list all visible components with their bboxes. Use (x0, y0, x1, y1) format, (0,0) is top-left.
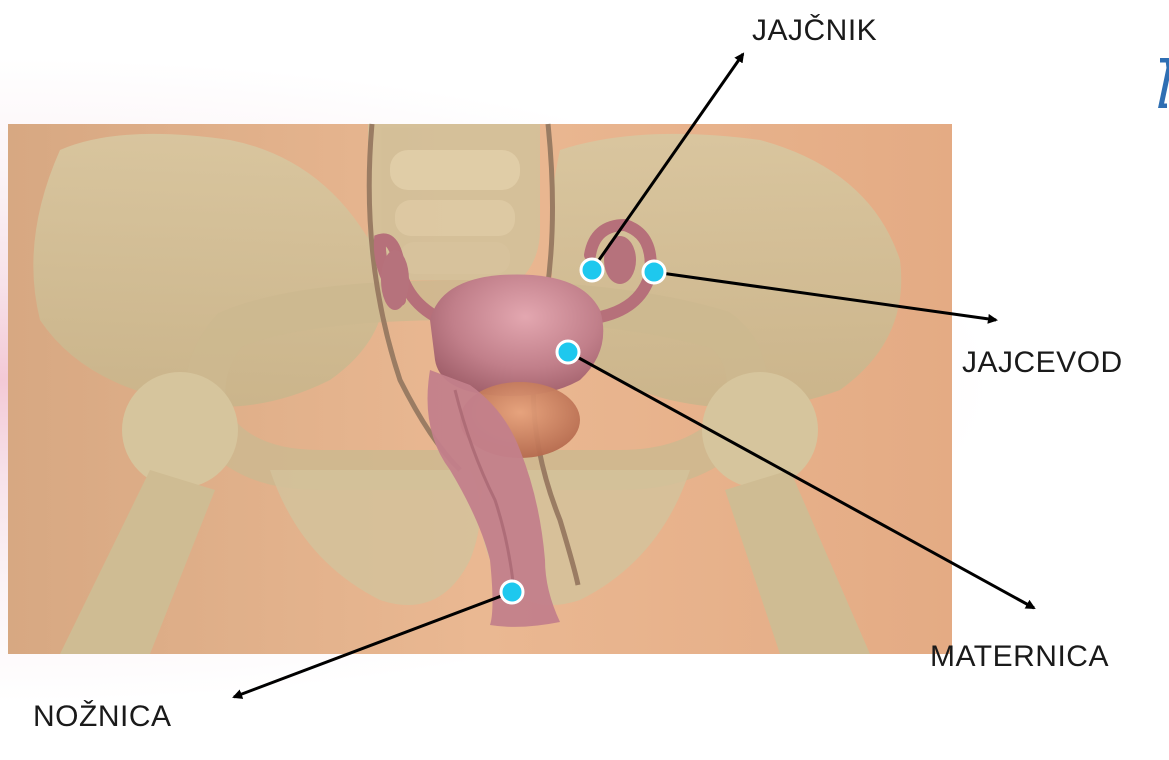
marker-uterus[interactable] (557, 341, 579, 363)
uterus (430, 274, 603, 396)
label-ovary: JAJČNIK (752, 14, 877, 48)
marker-vagina[interactable] (501, 581, 523, 603)
marker-fallopian-tube[interactable] (643, 261, 665, 283)
label-uterus: MATERNICA (930, 640, 1109, 674)
label-vagina: NOŽNICA (33, 700, 172, 734)
left-ovary (381, 250, 409, 310)
right-ovary (604, 236, 636, 284)
label-fallopian-tube: JAJCEVOD (962, 346, 1123, 380)
cropped-title-glyph (1158, 58, 1169, 108)
marker-ovary[interactable] (581, 259, 603, 281)
